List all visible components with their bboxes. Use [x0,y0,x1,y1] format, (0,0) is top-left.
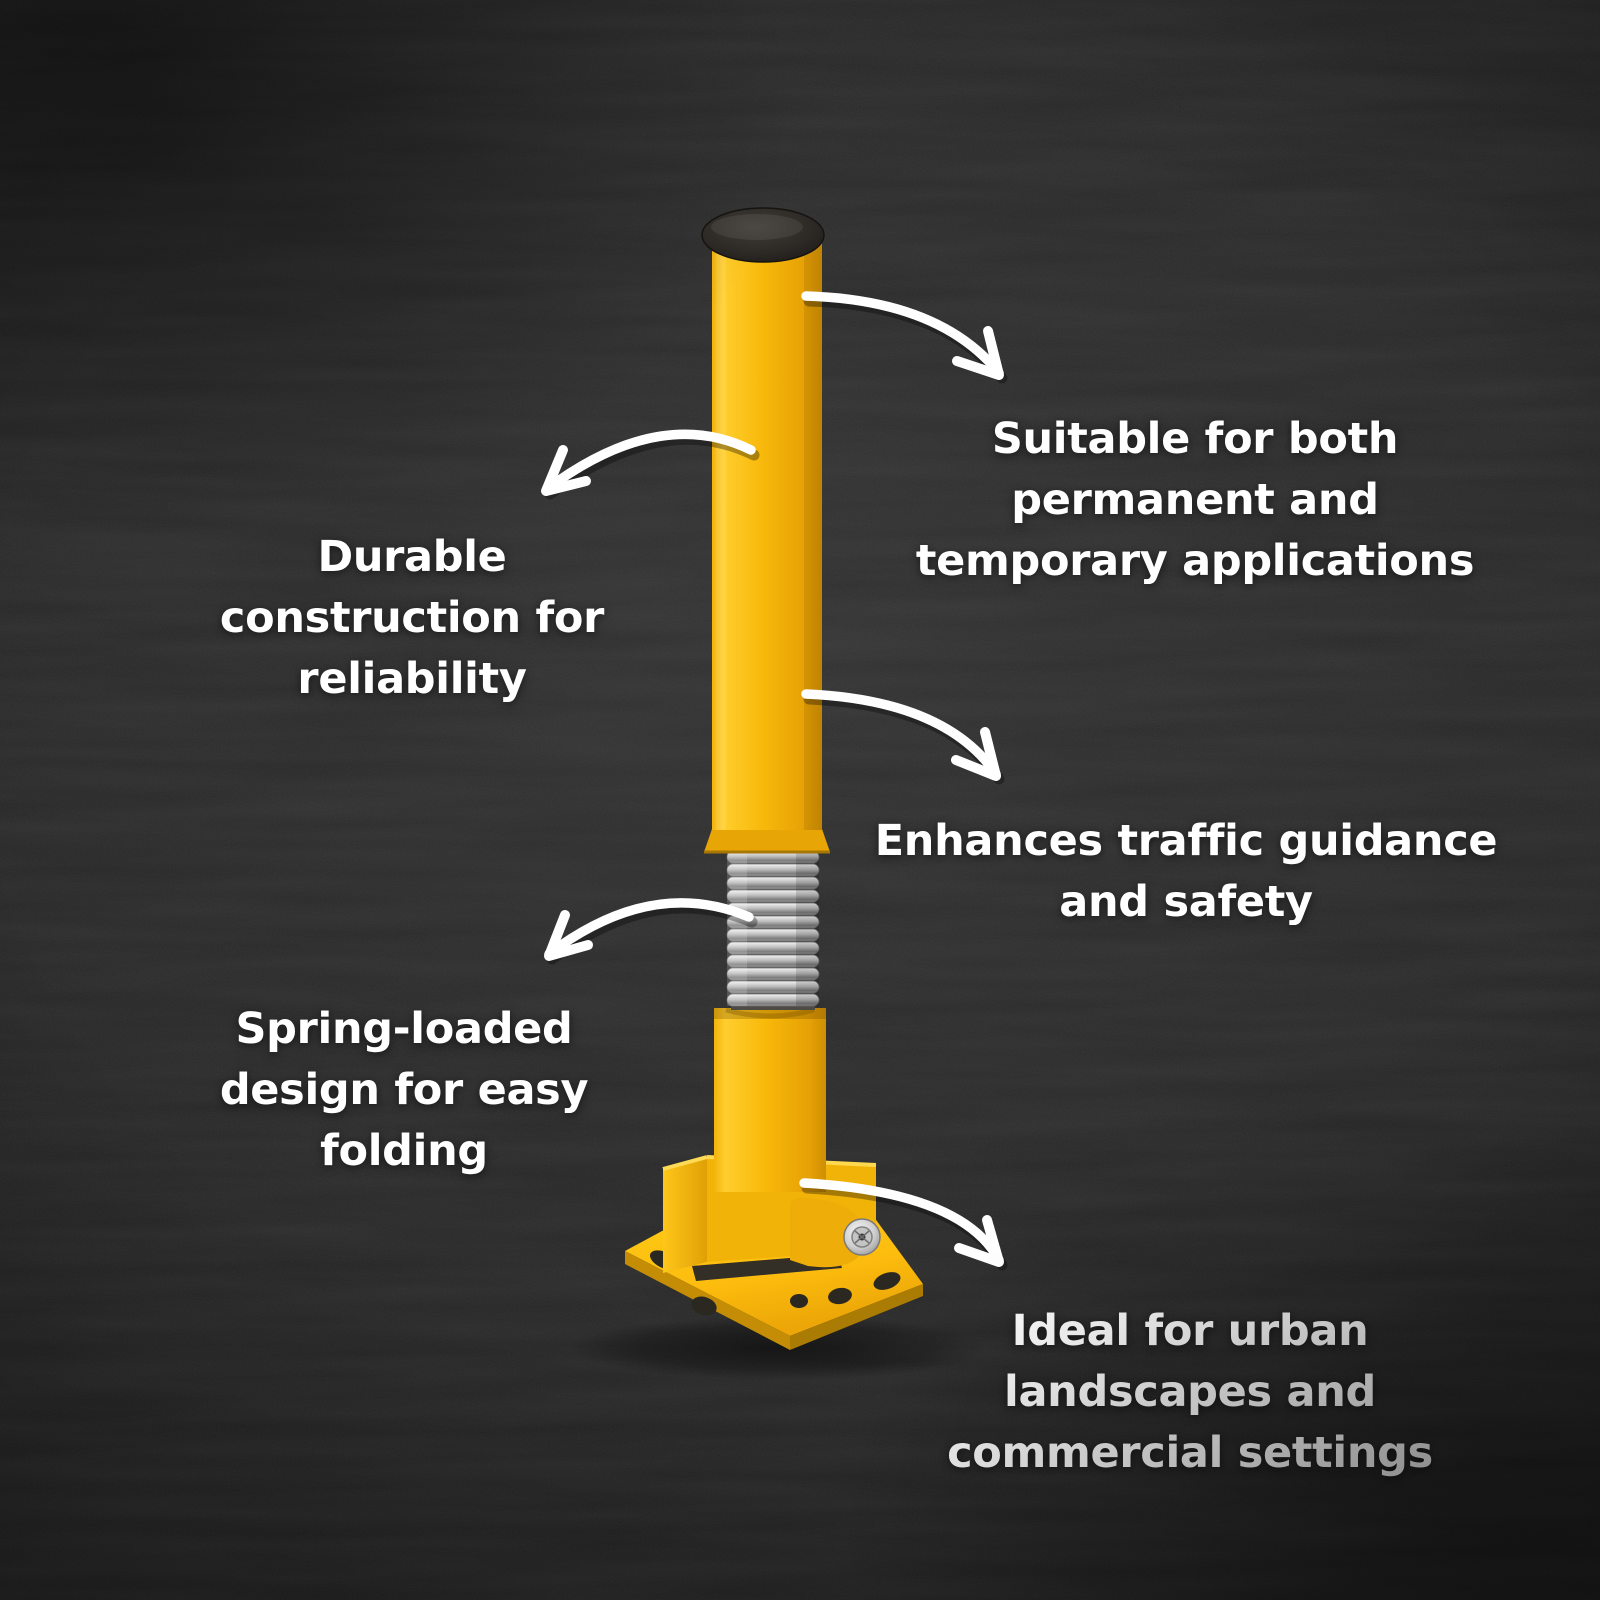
vignette-overlay [0,0,1600,1600]
product-infographic: Suitable for both permanent and temporar… [0,0,1600,1600]
